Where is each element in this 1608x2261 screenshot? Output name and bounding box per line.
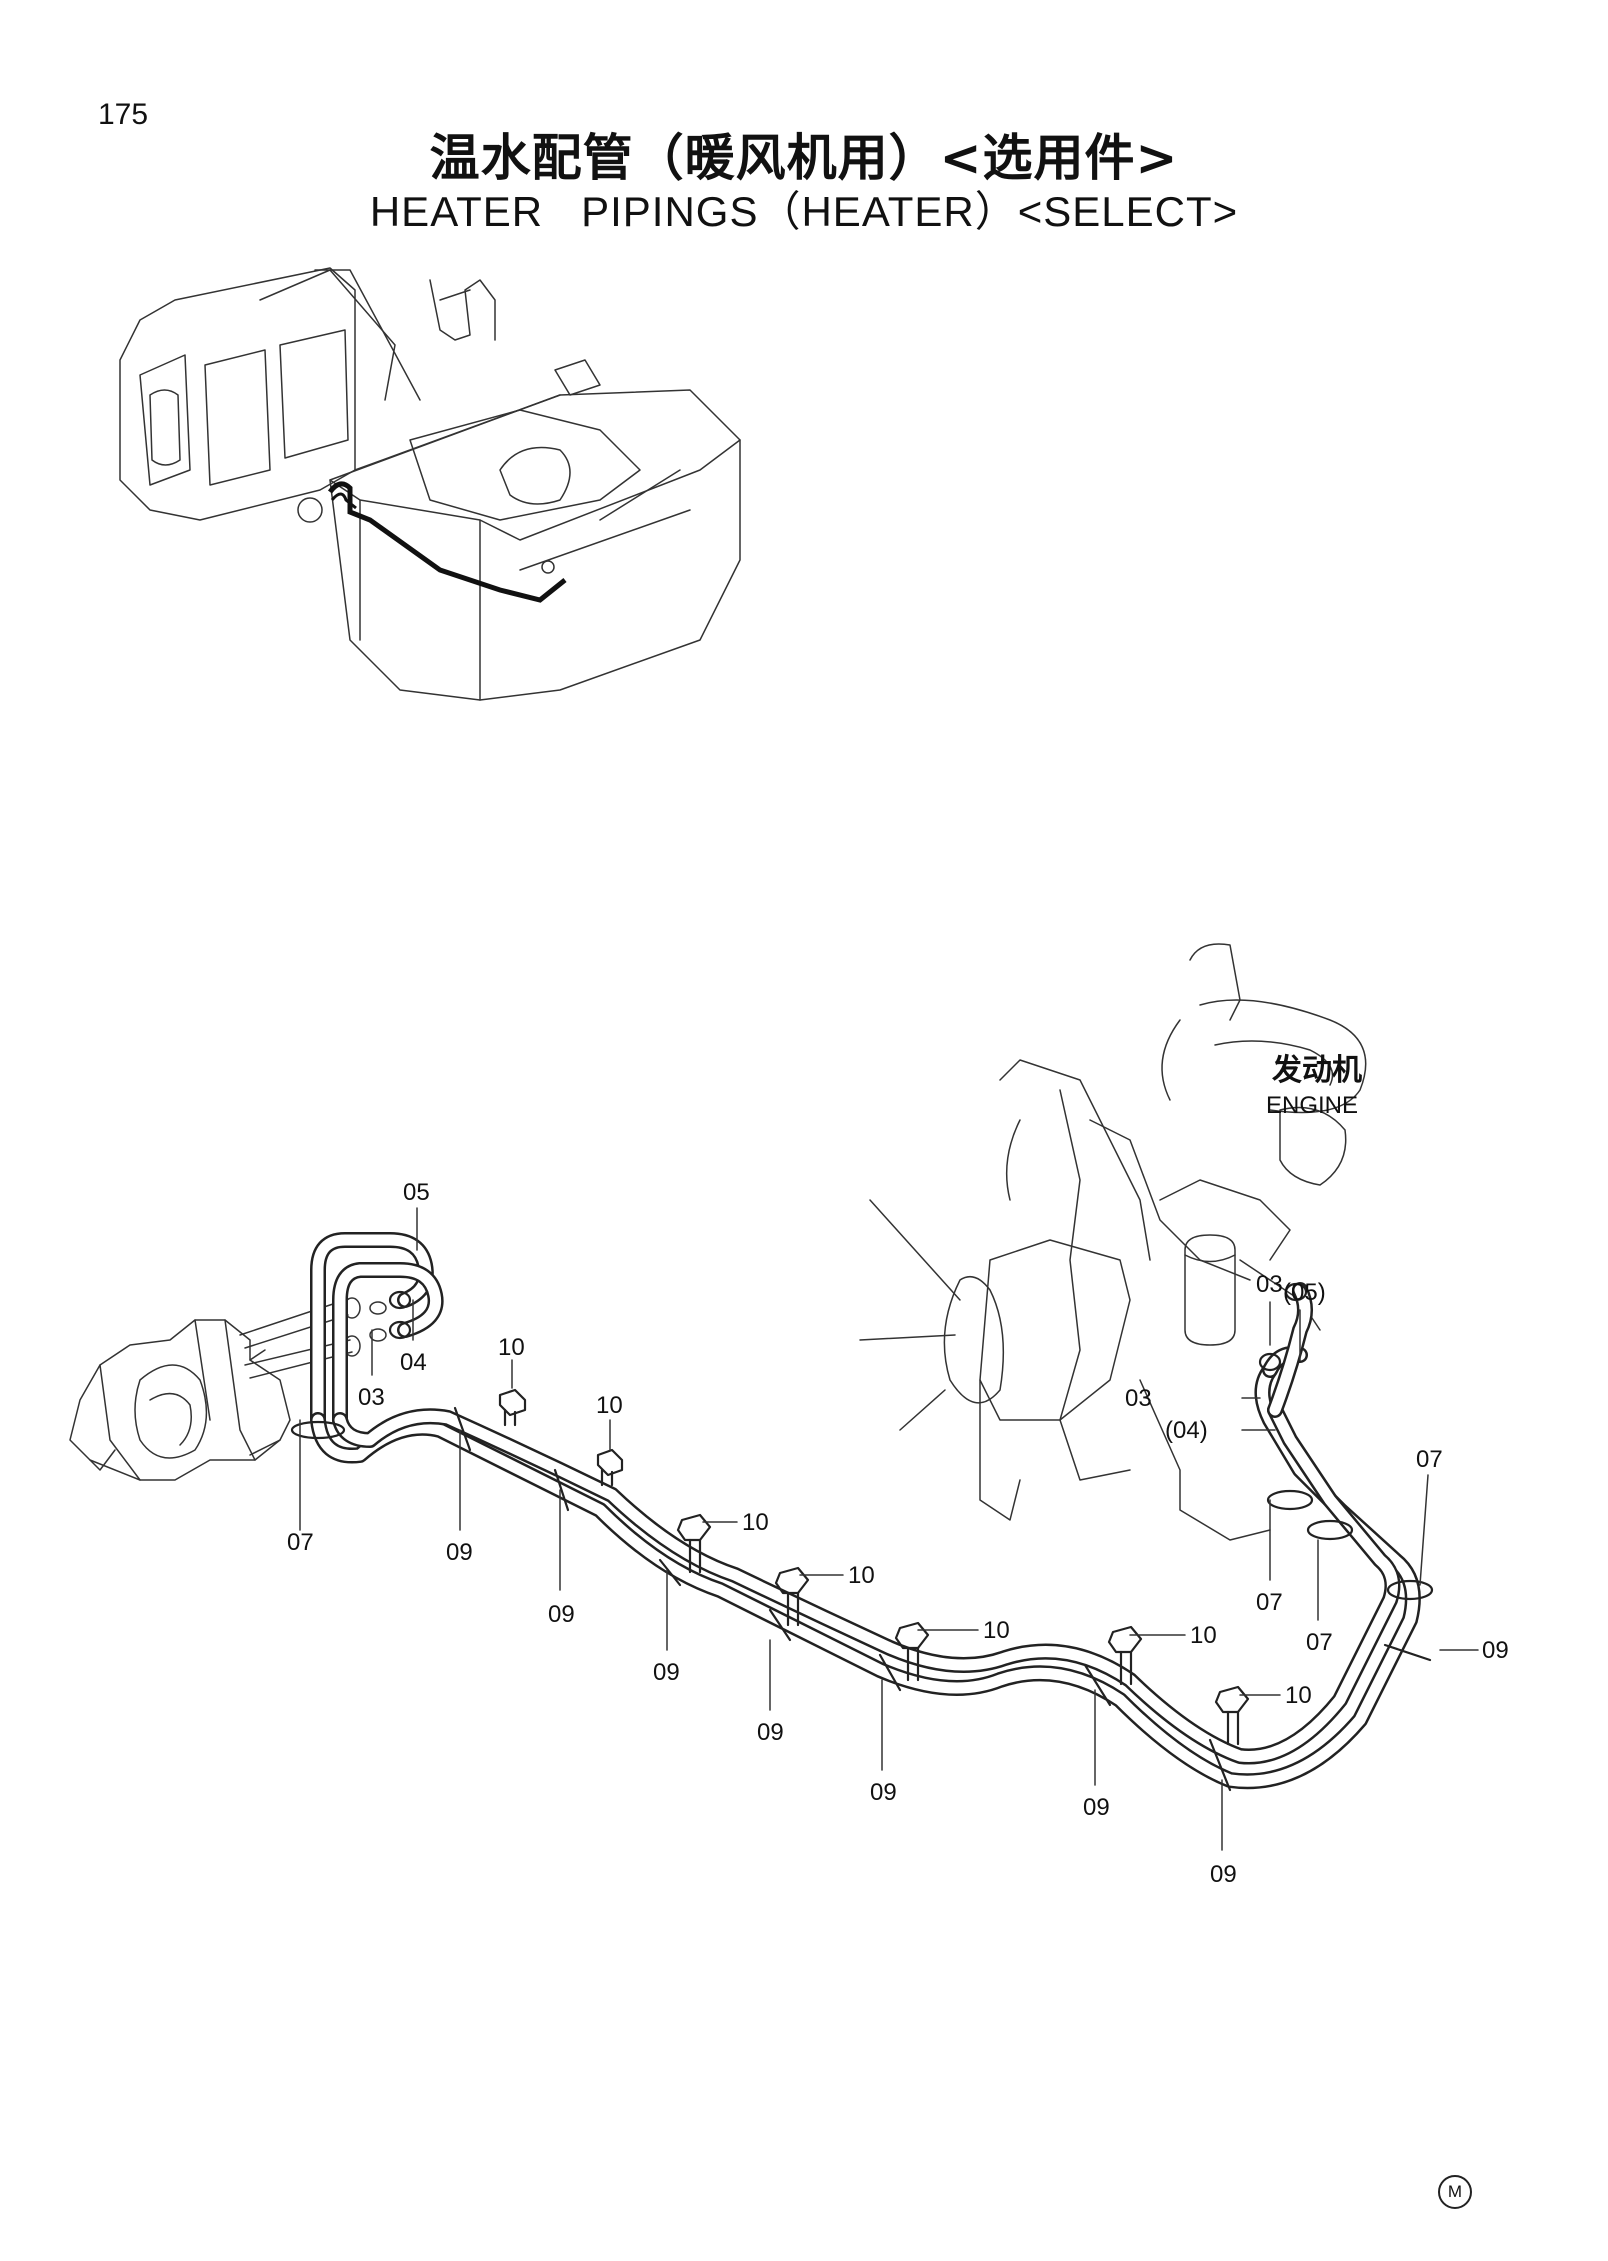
callout-09: 09 bbox=[870, 1779, 897, 1806]
pipe-clip bbox=[453, 1406, 472, 1452]
hose-clamp bbox=[1306, 1519, 1354, 1541]
callout-07: 07 bbox=[1256, 1589, 1283, 1616]
callout-09: 09 bbox=[446, 1539, 473, 1566]
engine-label: 发动机 ENGINE bbox=[1266, 1053, 1362, 1119]
callout-09: 09 bbox=[1210, 1861, 1237, 1888]
callout-10: 10 bbox=[498, 1334, 525, 1361]
hose-clamp bbox=[290, 1420, 346, 1440]
bolt bbox=[676, 1513, 712, 1574]
hose-clamp bbox=[1266, 1489, 1314, 1511]
page-title-chinese: 温水配管（暖风机用）<选用件> bbox=[429, 129, 1179, 187]
page-title-english: HEATER PIPINGS（HEATER）<SELECT> bbox=[369, 188, 1239, 235]
callout-10: 10 bbox=[848, 1562, 875, 1589]
callout-09: 09 bbox=[1083, 1794, 1110, 1821]
callout-05: 05 bbox=[403, 1179, 430, 1206]
engine-illustration bbox=[859, 943, 1367, 1541]
callout-10: 10 bbox=[596, 1392, 623, 1419]
pipe-clip bbox=[1383, 1643, 1432, 1662]
bolts bbox=[498, 1388, 1250, 1746]
pipe-clips bbox=[453, 1406, 1432, 1792]
bolt bbox=[498, 1388, 527, 1427]
hose-clamp bbox=[1386, 1579, 1434, 1601]
pipe-clip bbox=[553, 1468, 570, 1512]
corner-mark: M bbox=[1438, 2175, 1472, 2209]
pipe-clip bbox=[878, 1653, 902, 1692]
callout-07: 07 bbox=[1416, 1446, 1443, 1473]
bolt bbox=[894, 1621, 930, 1682]
pipe-clip bbox=[768, 1608, 792, 1642]
callout-10: 10 bbox=[742, 1509, 769, 1536]
bolt bbox=[1214, 1685, 1250, 1746]
callout-10: 10 bbox=[983, 1617, 1010, 1644]
hose-clamps bbox=[290, 1420, 1434, 1601]
callout-03: 03 bbox=[1256, 1271, 1283, 1298]
heater-hose-05 bbox=[310, 1232, 444, 1428]
callout-04-ref: (04) bbox=[1165, 1417, 1208, 1444]
callout-07: 07 bbox=[287, 1529, 314, 1556]
callout-10: 10 bbox=[1190, 1622, 1217, 1649]
callout-09: 09 bbox=[757, 1719, 784, 1746]
engine-label-chinese: 发动机 bbox=[1271, 1053, 1362, 1088]
page-number: 175 bbox=[98, 98, 149, 131]
callout-07: 07 bbox=[1306, 1629, 1333, 1656]
bolt bbox=[774, 1566, 810, 1627]
pipe-clip bbox=[1083, 1663, 1112, 1707]
pipe-clip bbox=[658, 1558, 682, 1587]
callout-05-ref: (05) bbox=[1283, 1279, 1326, 1306]
callout-09: 09 bbox=[1482, 1637, 1509, 1664]
heater-pipe-main-line bbox=[310, 1282, 1421, 1790]
callout-09: 09 bbox=[653, 1659, 680, 1686]
engine-label-english: ENGINE bbox=[1266, 1092, 1358, 1119]
bolt bbox=[596, 1448, 624, 1487]
callout-03: 03 bbox=[1125, 1385, 1152, 1412]
callout-labels: 05 04 03 07 10 10 09 09 10 10 09 09 10 0… bbox=[287, 1179, 1509, 1888]
leader-lines bbox=[299, 1207, 1479, 1851]
callout-10: 10 bbox=[1285, 1682, 1312, 1709]
callout-03: 03 bbox=[358, 1384, 385, 1411]
callout-09: 09 bbox=[548, 1601, 575, 1628]
pipe-clip bbox=[1208, 1738, 1232, 1792]
excavator-overview-illustration bbox=[119, 267, 741, 701]
callout-04: 04 bbox=[400, 1349, 427, 1376]
bolt bbox=[1107, 1625, 1143, 1686]
